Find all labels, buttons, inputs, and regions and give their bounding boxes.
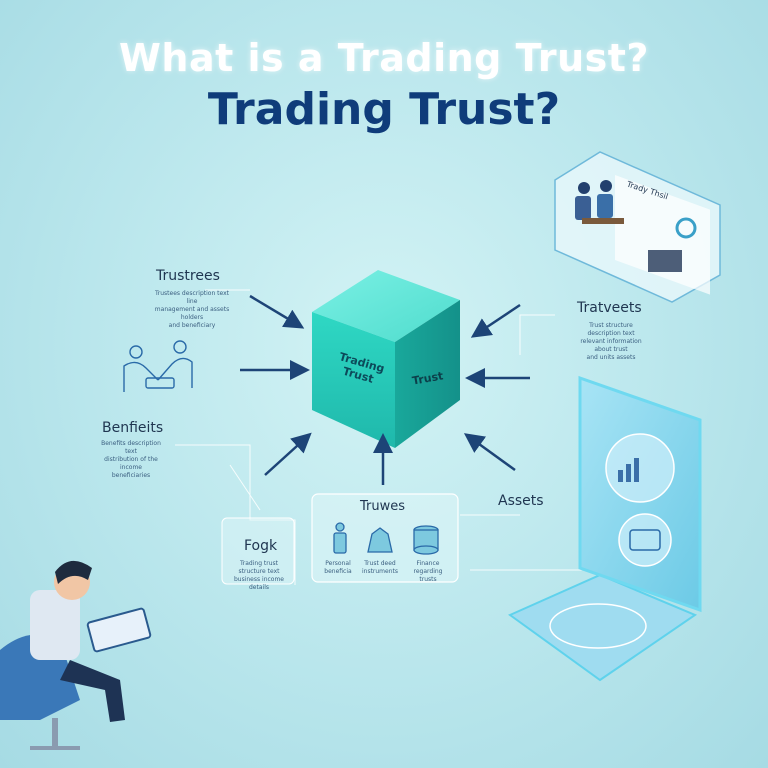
trustrees-label: Trustrees xyxy=(156,268,220,284)
benefits-desc-line: beneficiaries xyxy=(111,472,151,479)
fogk-desc-line: Trading trust structure text xyxy=(238,560,280,575)
trustees-box-item: Trust deed instruments xyxy=(361,560,399,575)
tratveets-desc-line: relevant information about trust xyxy=(580,338,642,353)
page-title: Trading Trust? xyxy=(207,84,561,135)
trustrees-desc-line: management and assets holders xyxy=(154,306,230,321)
fogk-description: Trading trust structure text business in… xyxy=(226,560,292,592)
benefits-description: Benefits description text distribution o… xyxy=(96,440,166,480)
trading-trust-cube xyxy=(312,270,460,448)
tratveets-label: Tratveets xyxy=(577,300,642,316)
benefits-label: Benfieits xyxy=(102,420,164,436)
benefits-desc-line: distribution of the income xyxy=(104,456,158,471)
trustees-box-label: Truwes xyxy=(360,499,406,514)
tratveets-desc-line: and units assets xyxy=(586,354,636,361)
people-handshake-icon xyxy=(123,340,193,392)
meeting-panel xyxy=(554,151,721,303)
trustees-box xyxy=(311,493,459,583)
fogk-box xyxy=(221,517,295,585)
trustrees-desc-line: Trustees description text line xyxy=(154,290,230,305)
trustrees-desc-line: and beneficiary xyxy=(168,322,216,329)
trustees-box-item: Personal beneficia xyxy=(324,560,352,575)
trustrees-description: Trustees description text line managemen… xyxy=(152,290,232,330)
arrows xyxy=(240,294,530,485)
trustees-box-item: Finance regarding trusts xyxy=(413,560,443,583)
assets-label: Assets xyxy=(498,493,544,509)
fogk-label: Fogk xyxy=(244,538,278,554)
person-with-tablet xyxy=(0,560,152,750)
tratveets-desc-line: Trust structure description text xyxy=(587,322,635,337)
benefits-desc-line: Benefits description text xyxy=(101,440,161,455)
tratveets-description: Trust structure description text relevan… xyxy=(574,322,648,362)
title-top: What is a Trading Trust? xyxy=(119,36,649,80)
fogk-desc-line: business income details xyxy=(233,576,285,591)
tablet-device xyxy=(508,375,702,682)
